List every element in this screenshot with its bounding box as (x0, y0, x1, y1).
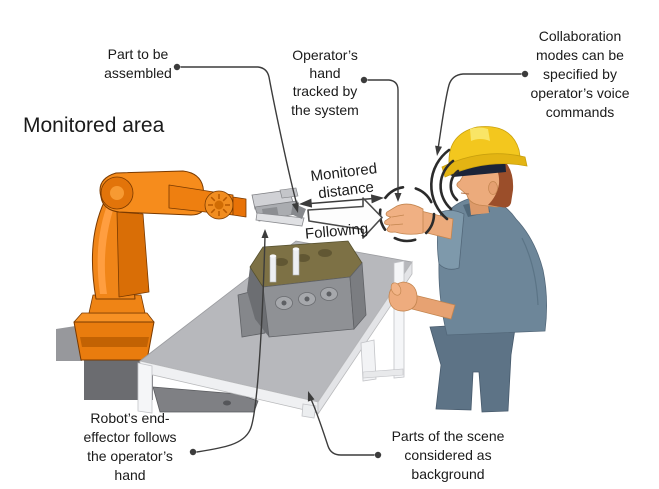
monitored-distance-double-arrow (298, 194, 385, 208)
table-leg (137, 362, 153, 414)
label-robots-end-effector: Robot’s end-effector follows the operato… (83, 410, 177, 484)
label-monitored-area: Monitored area (23, 114, 165, 137)
voice-waves-icon (430, 148, 460, 221)
robot-end-effector-gripper (251, 187, 306, 227)
table-leg (393, 260, 405, 379)
operator-tracked-hand (384, 203, 424, 235)
label-part-to-be-assembled: Part to be assembled (104, 46, 172, 82)
leader-part-to-be-assembled (180, 66, 298, 206)
engine-block-workpiece (237, 240, 367, 338)
following-hollow-arrow (307, 197, 383, 239)
operator-with-hard-hat (384, 126, 547, 413)
label-operators-hand-tracked: Operator’s hand tracked by the system (291, 47, 359, 118)
leader-operators-hand (367, 79, 399, 196)
leader-collaboration-modes (437, 73, 522, 150)
part-held-by-gripper (255, 212, 305, 227)
annotation-dots-and-arrowheads (173, 63, 529, 459)
label-parts-background: Parts of the scene considered as backgro… (391, 428, 505, 483)
table-leg (301, 403, 317, 419)
leader-parts-background (309, 396, 375, 456)
operator-pants (429, 321, 517, 413)
hand-tracking-dashed-circle (378, 185, 436, 243)
industrial-robot-arm (73, 170, 247, 361)
label-collaboration-modes: Collaboration modes can be specified by … (530, 28, 630, 120)
robot-pedestal (56, 325, 259, 413)
operator-hair (488, 159, 514, 208)
annotation-leader-lines (180, 66, 522, 456)
leader-robots-end-effector (196, 235, 266, 453)
table-leg (360, 339, 377, 382)
